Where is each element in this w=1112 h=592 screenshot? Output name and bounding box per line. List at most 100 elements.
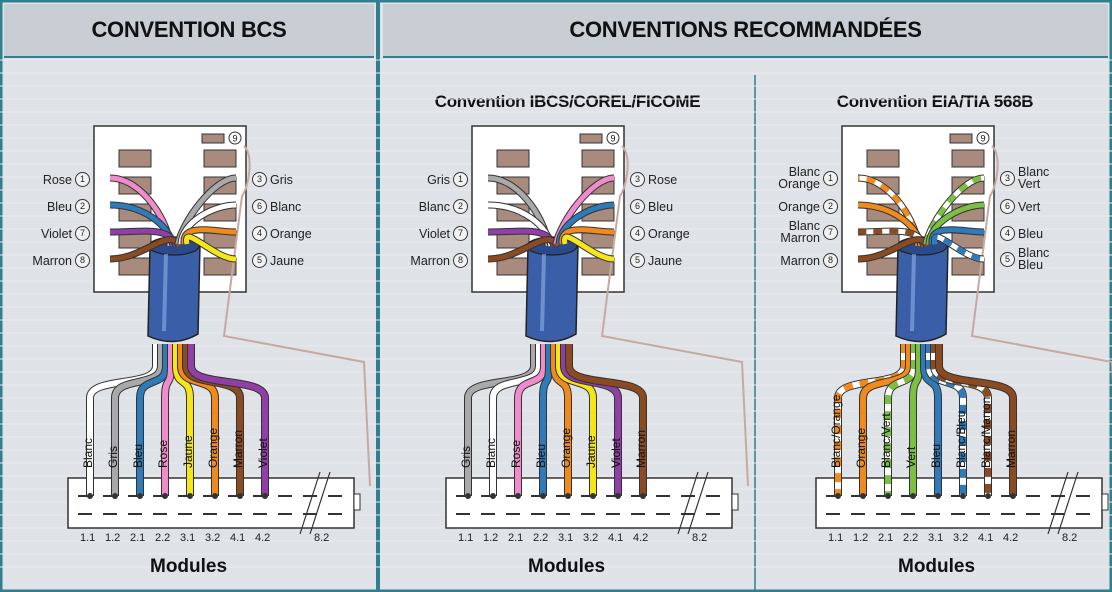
module-number: 4.1 <box>978 532 994 544</box>
wire-terminal <box>885 493 891 499</box>
module-wire <box>566 344 646 496</box>
wire-terminal <box>590 493 596 499</box>
pin-number: 6 <box>630 199 645 214</box>
module-wire-outline <box>935 344 1017 496</box>
module-number: 3.2 <box>953 532 969 544</box>
wire-terminal <box>910 493 916 499</box>
module-wire <box>910 344 922 496</box>
module-number: 8.2 <box>1062 532 1078 544</box>
module-number: 2.2 <box>533 532 549 544</box>
wire-terminal <box>615 493 621 499</box>
module-wire <box>188 344 268 496</box>
module-wire-outline <box>834 344 908 496</box>
connector-tab <box>1101 493 1109 511</box>
subtitle-ibcs: Convention IBCS/COREL/FICOME <box>434 92 701 111</box>
wire-terminal <box>237 493 243 499</box>
header-bcs: CONVENTION BCS <box>4 4 374 58</box>
pin9-circle <box>228 131 242 145</box>
pin9-circle <box>606 131 620 145</box>
pin-number: 6 <box>252 199 267 214</box>
subtitle-eia: Convention EIA/TIA 568B <box>836 92 1034 111</box>
pin-label-text: Violet <box>40 226 72 241</box>
module-wire-outline <box>464 344 538 496</box>
pin-number: 5 <box>630 253 645 268</box>
module-wire-outline <box>187 344 269 496</box>
pin-number: 3 <box>252 172 267 187</box>
module-number: 3.1 <box>180 532 196 544</box>
wire-terminal <box>860 493 866 499</box>
module-number: 1.1 <box>458 532 474 544</box>
pin9-circle <box>976 131 990 145</box>
wire-label: Rose <box>156 439 170 468</box>
module-number: 1.2 <box>105 532 121 544</box>
pin-number: 1 <box>453 172 468 187</box>
break-mark <box>299 471 331 535</box>
contact-9 <box>579 133 603 144</box>
cable-jacket <box>525 243 579 343</box>
module-wire <box>921 344 941 496</box>
wire-label: Marron <box>1004 429 1018 468</box>
module-number: 2.2 <box>903 532 919 544</box>
modules-label: Modules <box>898 556 976 577</box>
module-wire <box>87 344 159 496</box>
wire-terminal <box>835 493 841 499</box>
module-wire <box>137 344 169 496</box>
module-wire <box>835 344 907 496</box>
pin-number: 8 <box>75 253 90 268</box>
wire-label: Orange <box>854 427 868 468</box>
pin-label-text: Orange <box>648 226 690 241</box>
module-number: 3.2 <box>583 532 599 544</box>
wire-terminal <box>87 493 93 499</box>
drain-wire <box>600 145 749 487</box>
module-wire <box>112 344 164 496</box>
contact-left <box>866 149 900 168</box>
contact-9 <box>949 133 973 144</box>
module-number: 3.2 <box>205 532 221 544</box>
module-wire <box>860 344 912 496</box>
wire-terminal <box>465 493 471 499</box>
modules-label: Modules <box>150 556 228 577</box>
module-wire <box>162 344 174 496</box>
pin-number: 5 <box>252 253 267 268</box>
pin-label-text: Blanc <box>418 199 450 214</box>
wire-terminal <box>960 493 966 499</box>
pin9-number: 9 <box>980 134 985 144</box>
module-wire <box>551 344 571 496</box>
pin-number: 7 <box>453 226 468 241</box>
wire-label: Bleu <box>534 443 548 468</box>
pin-number: 4 <box>252 226 267 241</box>
pin-number: 8 <box>453 253 468 268</box>
wire-terminal <box>212 493 218 499</box>
module-wire <box>540 344 552 496</box>
pin-label-text: Blanc <box>270 199 302 214</box>
pin-label-text: Marron <box>780 253 820 268</box>
pin-label-text: Gris <box>270 172 293 187</box>
pin-number: 6 <box>1000 199 1015 214</box>
wire-terminal <box>137 493 143 499</box>
pin-number: 1 <box>75 172 90 187</box>
pin-wire-right-stripe <box>932 234 985 262</box>
module-wire <box>490 344 542 496</box>
pin-number: 5 <box>1000 251 1015 267</box>
module-wire <box>173 344 193 496</box>
wire-label: Blanc/Orange <box>829 394 843 468</box>
pin-label-text: Orange <box>778 199 820 214</box>
contact-9 <box>201 133 225 144</box>
pin-label-text: Marron <box>410 253 450 268</box>
module-number: 8.2 <box>314 532 330 544</box>
